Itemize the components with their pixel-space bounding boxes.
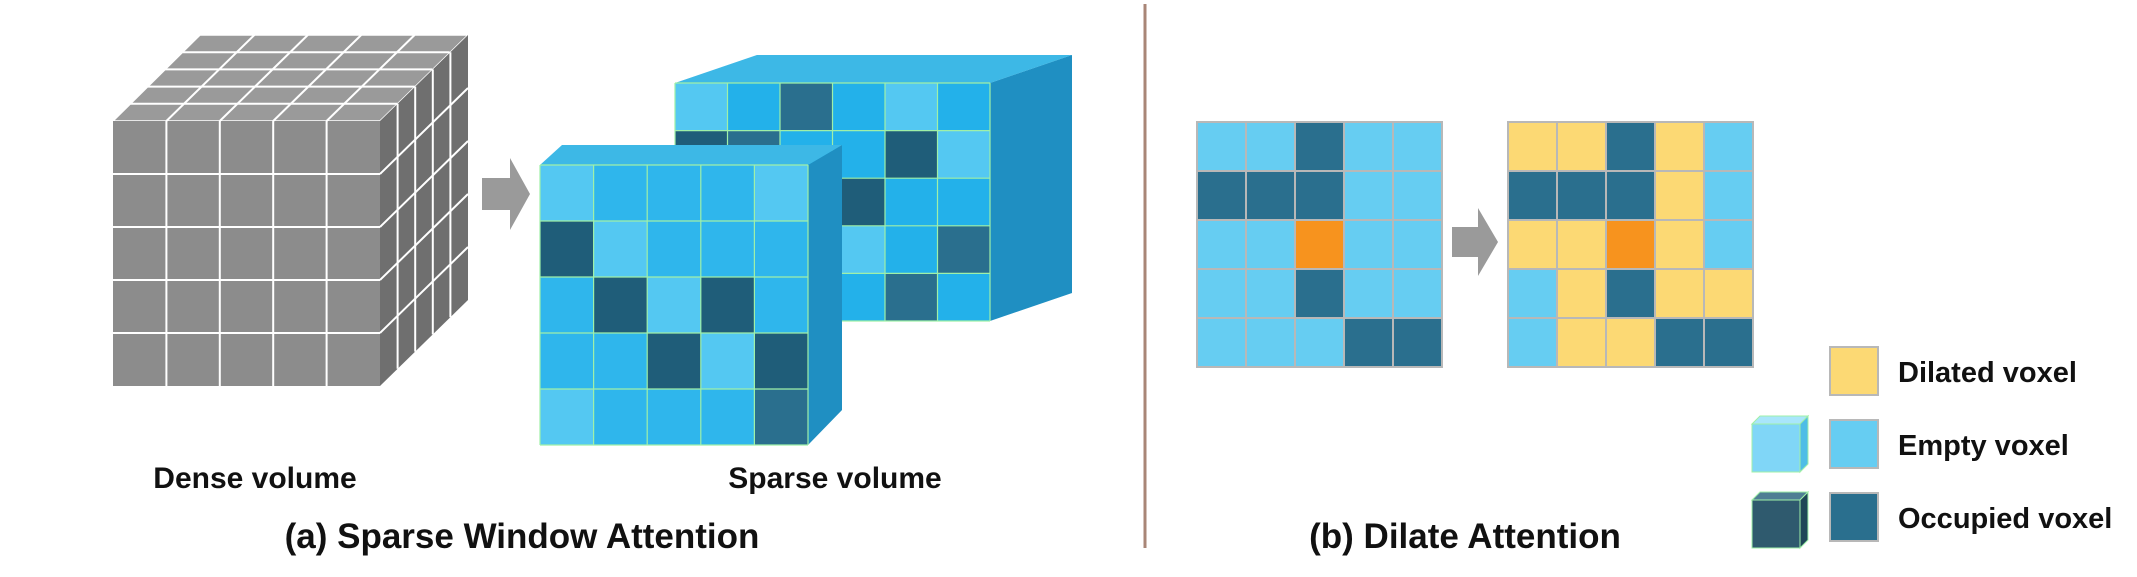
sparse-volume-label: Sparse volume: [728, 462, 941, 495]
legend: Dilated voxel Empty voxel Occupied voxel: [1750, 346, 2112, 550]
caption-a: (a) Sparse Window Attention: [285, 517, 760, 556]
arrow-b: [1452, 208, 1498, 276]
legend-dilated-swatch: [1829, 346, 1879, 396]
dense-volume-label: Dense volume: [153, 462, 356, 495]
legend-occupied-cube: [1750, 490, 1810, 550]
dense-volume-cube: [111, 34, 470, 386]
legend-dilated-label: Dilated voxel: [1898, 357, 2077, 389]
legend-empty-swatch: [1829, 419, 1879, 469]
caption-b: (b) Dilate Attention: [1309, 517, 1621, 556]
legend-occupied-swatch: [1829, 492, 1879, 542]
sparse-volume-front: [539, 145, 842, 446]
legend-empty-cube: [1750, 414, 1810, 474]
grid-after-dilation: [1507, 121, 1754, 368]
legend-occupied-label: Occupied voxel: [1898, 503, 2112, 535]
grid-before-dilation: [1196, 121, 1443, 368]
legend-empty-label: Empty voxel: [1898, 430, 2069, 462]
arrow-a: [482, 158, 530, 230]
